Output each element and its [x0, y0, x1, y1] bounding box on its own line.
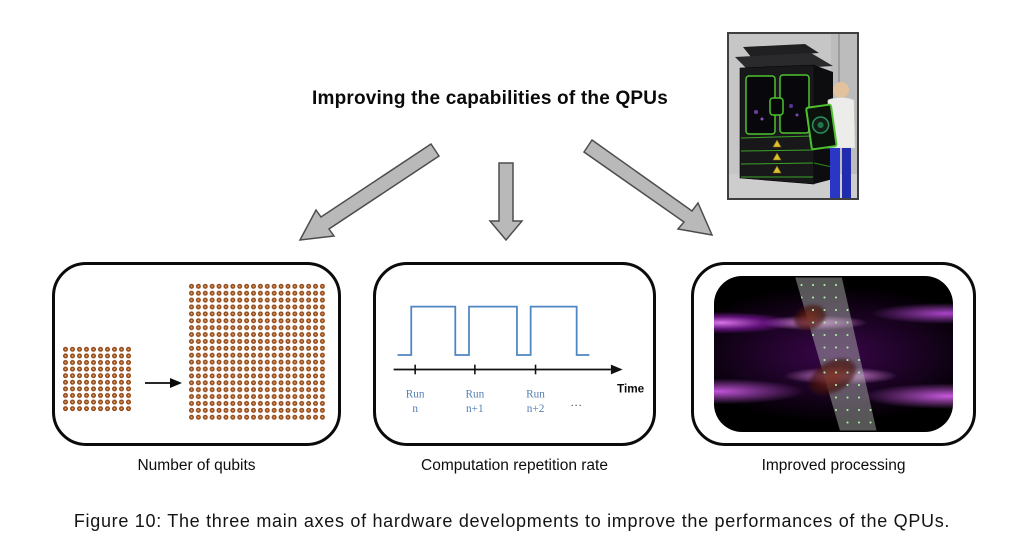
down-right-arrow-icon [582, 138, 714, 236]
atom-grid-dots [795, 277, 877, 431]
figure-title: Improving the capabilities of the QPUs [312, 88, 668, 109]
panel-label-improved-processing: Improved processing [761, 457, 906, 474]
run-n1-sub: n+1 [466, 403, 484, 415]
qpu-machine-image [727, 32, 859, 200]
figure-caption: Figure 10: The three main axes of hardwa… [73, 511, 951, 531]
time-axis-label: Time [617, 383, 645, 396]
tablet [805, 103, 838, 151]
warning-triangle-icon [772, 152, 782, 161]
ellipsis-label: ... [571, 396, 583, 409]
warning-triangle-icon [772, 165, 782, 174]
timing-diagram: Run n Run n+1 Run n+2 ... Time [393, 305, 645, 415]
warning-triangle-icon [772, 139, 782, 148]
run-n1-label: Run [465, 389, 484, 401]
large-qubit-grid [188, 283, 326, 421]
photo-border [727, 32, 859, 200]
run-n2-label: Run [526, 389, 545, 401]
down-left-arrow-icon [298, 142, 441, 241]
run-n-sub: n [412, 403, 418, 415]
down-arrow-icon [488, 162, 524, 242]
run-n-label: Run [406, 389, 425, 401]
panel-number-of-qubits [52, 262, 341, 446]
panel-improved-processing [691, 262, 976, 446]
pulse-waveform [397, 305, 590, 356]
door-handle [769, 97, 784, 116]
right-door [779, 74, 810, 134]
run-n2-sub: n+2 [527, 403, 545, 415]
small-qubit-grid [62, 346, 132, 412]
panel-repetition-rate: Run n Run n+1 Run n+2 ... Time [373, 262, 656, 446]
panel-label-number-of-qubits: Number of qubits [137, 457, 256, 474]
growth-arrow-icon [145, 378, 182, 388]
time-axis-arrowhead [610, 364, 623, 375]
atom-array-render [714, 276, 953, 432]
panel-label-repetition-rate: Computation repetition rate [421, 457, 608, 474]
